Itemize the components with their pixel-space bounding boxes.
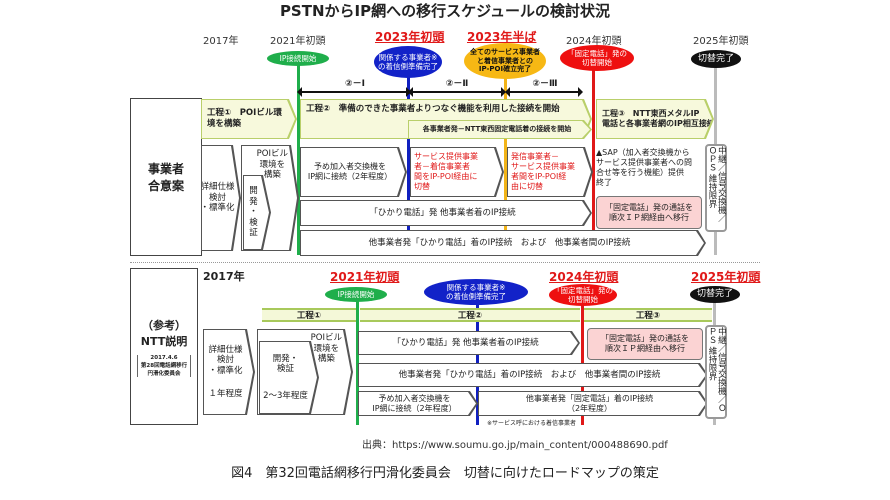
- bottom-task-hikari-label: 「ひかり電話」発 他事業者着のIP接続: [359, 332, 578, 354]
- diagram-title: PSTNからIP網への移行スケジュールの検討状況: [279, 2, 611, 20]
- phase-arrow-2-3: [505, 87, 583, 97]
- milestone-ip-start: IP接続開始: [267, 51, 329, 66]
- year-2023-mid: 2023年半ば: [467, 30, 537, 44]
- phase-arrow-2-1: [297, 87, 411, 97]
- bottom-task-dev-label: 開発・ 検証: [272, 353, 299, 375]
- bottom-step-3: 工程③: [584, 308, 712, 322]
- bottom-milestone-ip-start: IP接続開始: [325, 287, 387, 302]
- bottom-timeline-2024: [581, 290, 584, 425]
- year-2017: 2017年: [203, 36, 239, 47]
- bottom-step-1-label: 工程①: [296, 311, 322, 321]
- timeline-2021: [297, 60, 300, 255]
- figure-caption: 図4 第32回電話網移行円滑化委員会 切替に向けたロードマップの策定: [231, 466, 659, 481]
- bottom-year-2021: 2021年初頭: [330, 270, 400, 284]
- task-svc-switch: サービス提供事業 者－着信事業者 間をIP-POI経由に 切替: [410, 147, 504, 197]
- source-citation: 出典：https://www.soumu.go.jp/main_content/…: [362, 440, 668, 451]
- step-1: 工程① POIビル環 境を構築: [201, 99, 297, 139]
- phase-arrow-2-2: [408, 87, 506, 97]
- step-3: 工程③ NTT東西メタルIP 電話と各事業者網のIP相互接続: [596, 99, 714, 139]
- milestone-carriers-ready: 関係する事業者※ の着信側準備完了: [374, 46, 442, 78]
- bottom-timeline-2021: [356, 295, 359, 425]
- bottom-timeline-carriers: [476, 292, 479, 425]
- bottom-task-dev: 開発・ 検証 2～3年程度: [259, 341, 319, 414]
- bottom-task-fixed-in: 他事業者発「固定電話」着のIP接続 （2年程度）: [478, 391, 708, 416]
- bottom-task-other-label: 他事業者発「ひかり電話」着のIP接続 および 他事業者間のIP接続: [359, 364, 706, 386]
- phase-2-3-label: ②－Ⅲ: [532, 79, 558, 89]
- bottom-milestone-fixed-start: 「固定電話」発の 切替開始: [549, 284, 617, 306]
- bottom-step-3-label: 工程③: [635, 311, 661, 321]
- bottom-task-fixed-in-label: 他事業者発「固定電話」着のIP接続 （2年程度）: [479, 392, 706, 415]
- bottom-step-2: 工程②: [360, 308, 580, 322]
- timeline-2023-early: [407, 70, 410, 255]
- year-2024: 2024年初頭: [566, 36, 622, 47]
- bottom-task-dev-duration: 2～3年程度: [263, 390, 308, 401]
- bottom-milestone-carriers-ready: 関係する事業者※ の着信側準備完了: [424, 279, 528, 305]
- task-pre-connect: 予め加入者交換機を IP網に接続（2年程度）: [300, 147, 407, 197]
- top-section-label: 事業者 合意案: [130, 98, 202, 256]
- bottom-section-label: （参考） NTT説明 2017.4.6 第28回電話網移行 円滑化委員会: [130, 268, 198, 425]
- step-2-sub-label: 各事業者発－NTT東西固定電話着の接続を開始: [409, 121, 590, 138]
- milestone-fixed-start: 「固定電話」発の 切替開始: [560, 45, 634, 71]
- task-orig-label: 発信事業者－ サービス提供事業 者間をIP-POI経 由に切替: [508, 148, 591, 196]
- timeline-2024: [592, 62, 595, 255]
- bottom-task-pre-connect: 予め加入者交換機を IP網に接続（2年程度）: [358, 391, 478, 416]
- task-hikari-label: 「ひかり電話」発 他事業者着のIP接続: [301, 201, 590, 225]
- year-2025: 2025年初頭: [693, 36, 749, 47]
- section-divider: [130, 262, 760, 263]
- bottom-task-other: 他事業者発「ひかり電話」着のIP接続 および 他事業者間のIP接続: [358, 363, 708, 387]
- step-1-label: 工程① POIビル環 境を構築: [202, 100, 295, 138]
- bottom-milestone-done: 切替完了: [690, 286, 740, 303]
- bottom-task-spec-label: 詳細仕様 検討 ・標準化: [208, 344, 243, 376]
- task-other: 他事業者発「ひかり電話」着のIP接続 および 他事業者間のIP接続: [300, 230, 706, 256]
- task-hikari: 「ひかり電話」発 他事業者着のIP接続: [300, 200, 592, 226]
- bottom-step-2-label: 工程②: [457, 311, 483, 321]
- bottom-task-pre-label: 予め加入者交換機を IP網に接続（2年程度）: [359, 392, 476, 415]
- bottom-year-2017: 2017年: [203, 270, 245, 283]
- step-2-sub: 各事業者発－NTT東西固定電話着の接続を開始: [408, 120, 592, 139]
- year-2021: 2021年初頭: [270, 36, 326, 47]
- milestone-done: 切替完了: [691, 50, 741, 68]
- timeline-2023-mid: [504, 70, 507, 255]
- task-spec: 詳細仕様 検討 ・標準化: [201, 145, 241, 251]
- bottom-label: （参考） NTT説明: [140, 318, 188, 348]
- bottom-sublabel: 2017.4.6 第28回電話網移行 円滑化委員会: [136, 354, 192, 377]
- milestone-all-ready: 全てのサービス事業者 と着信事業者との IP-POI確立完了: [464, 43, 546, 79]
- task-pre-label: 予め加入者交換機を IP網に接続（2年程度）: [301, 148, 405, 196]
- bottom-step-1: 工程①: [262, 308, 356, 322]
- task-dev-label: 開 発 ・ 検 証: [244, 176, 269, 249]
- bottom-task-spec: 詳細仕様 検討 ・標準化 １年程度: [203, 329, 255, 415]
- year-2023-early: 2023年初頭: [375, 30, 445, 44]
- bottom-task-hikari: 「ひかり電話」発 他事業者着のIP接続: [358, 331, 580, 355]
- bottom-ops-limit: 中継／信号交換機／ＯＰＳ 維持限界: [705, 325, 727, 419]
- bottom-year-2025: 2025年初頭: [691, 270, 761, 284]
- ops-limit: 中継／信号交換機／ＯＰＳ 維持限界: [705, 144, 727, 232]
- bottom-note: ※サービス呼における着信事業者: [487, 420, 577, 427]
- bottom-task-spec-duration: １年程度: [208, 388, 243, 399]
- task-svc-label: サービス提供事業 者－着信事業者 間をIP-POI経由に 切替: [411, 148, 502, 196]
- task-orig-switch: 発信事業者－ サービス提供事業 者間をIP-POI経 由に切替: [507, 147, 593, 197]
- phase-2-1-label: ②－Ⅰ: [345, 79, 365, 89]
- task-other-label: 他事業者発「ひかり電話」着のIP接続 および 他事業者間のIP接続: [301, 231, 704, 255]
- task-spec-label: 詳細仕様 検討 ・標準化: [202, 146, 239, 250]
- bottom-task-fixed-migrate: 「固定電話」発の通話を 順次ＩＰ網経由へ移行: [587, 328, 703, 360]
- step-3-label: 工程③ NTT東西メタルIP 電話と各事業者網のIP相互接続: [597, 100, 712, 138]
- task-fixed-migrate: 「固定電話」発の通話を 順次ＩＰ網経由へ移行: [596, 196, 702, 229]
- bottom-year-2024: 2024年初頭: [549, 270, 619, 284]
- phase-2-2-label: ②－Ⅱ: [445, 79, 469, 89]
- task-sap: ▲SAP（加入者交換機から サービス提供事業者への問 合せ等を行う機能）提供 終…: [596, 148, 692, 187]
